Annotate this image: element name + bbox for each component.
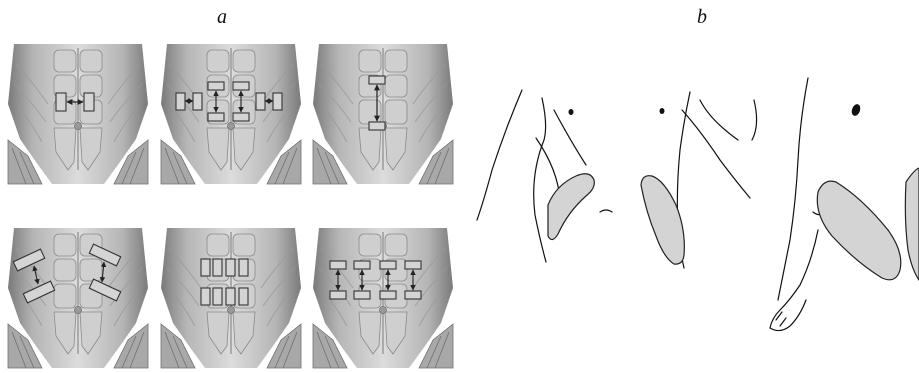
thumbnail-a1: [8, 44, 148, 184]
thumbnail-a2: [161, 44, 301, 184]
thumbnail-a5: [161, 228, 301, 368]
panel-b-markers: [569, 103, 862, 117]
panel-b-electrodes: [548, 168, 919, 280]
thumbnail-a6: [313, 228, 453, 368]
thumbnail-a4: [8, 228, 148, 368]
thumbnail-a3: [313, 44, 453, 184]
